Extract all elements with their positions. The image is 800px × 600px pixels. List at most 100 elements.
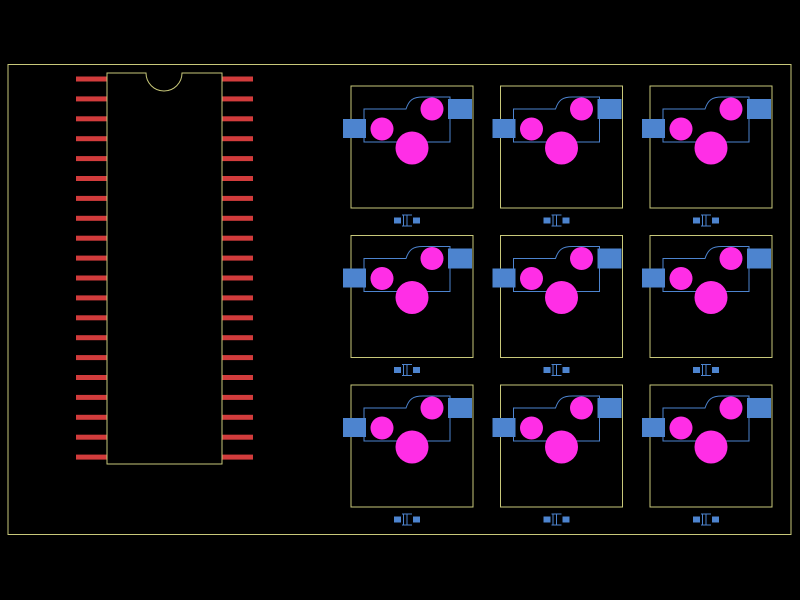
switch-footprint xyxy=(343,384,474,526)
smd-pad-right xyxy=(747,99,771,119)
smd-pad-left xyxy=(642,268,665,288)
diode-pad xyxy=(413,217,420,224)
through-hole-pad xyxy=(719,396,743,420)
smd-pad-left xyxy=(343,268,366,288)
ic-pin-pad xyxy=(222,434,253,440)
ic-pin-pad xyxy=(76,156,107,162)
smd-pad-right xyxy=(747,248,771,269)
through-hole-pad xyxy=(719,97,743,121)
ic-pin-pad xyxy=(76,295,107,301)
diode-silkscreen xyxy=(701,214,711,227)
diode-pad xyxy=(543,217,551,224)
diode-pad xyxy=(543,367,551,373)
ic-pin-pad xyxy=(222,235,253,241)
smd-pad-left xyxy=(343,418,366,437)
ic-pin-pad xyxy=(76,235,107,241)
ic-pin-pad xyxy=(222,275,253,281)
diode-footprint xyxy=(693,214,719,227)
diode-pad xyxy=(562,217,570,224)
diode-footprint xyxy=(543,214,570,227)
ic-pin-pad xyxy=(222,355,253,361)
ic-pin-pad xyxy=(222,295,253,301)
diode-silkscreen xyxy=(701,513,711,526)
diode-footprint xyxy=(394,364,420,376)
ic-pin-pad xyxy=(222,375,253,380)
diode-pad xyxy=(394,217,401,224)
switch-outline xyxy=(649,85,773,209)
through-hole-pad xyxy=(370,416,394,440)
ic-pin-pad xyxy=(76,116,107,122)
diode-footprint xyxy=(543,364,570,376)
through-hole-pad xyxy=(420,247,444,270)
diode-pad xyxy=(543,516,551,523)
through-hole-pad xyxy=(420,97,444,121)
ic-pin-pad xyxy=(76,136,107,142)
ic-footprint xyxy=(76,72,253,465)
diode-pad xyxy=(562,367,570,373)
diode-silkscreen xyxy=(551,214,562,227)
diode-silkscreen xyxy=(402,364,412,376)
ic-pin-pad xyxy=(76,335,107,341)
ic-pin-pad xyxy=(76,434,107,440)
smd-pad-left xyxy=(492,268,516,288)
through-hole-center xyxy=(545,430,578,464)
diode-footprint xyxy=(693,364,719,376)
ic-pin-pad xyxy=(76,454,107,460)
diode-pad xyxy=(693,217,700,224)
through-hole-center xyxy=(395,131,429,165)
diode-silkscreen xyxy=(402,513,412,526)
ic-pin-pad xyxy=(222,454,253,460)
diode-pad xyxy=(712,516,719,523)
through-hole-center xyxy=(545,131,578,165)
diode-footprint xyxy=(693,513,719,526)
switch-outline xyxy=(649,235,773,358)
diode-pad xyxy=(712,367,719,373)
diode-footprint xyxy=(543,513,570,526)
ic-pin-pad xyxy=(222,394,253,400)
ic-pin-pad xyxy=(222,176,253,181)
ic-pin-pad xyxy=(76,76,107,82)
diode-pad xyxy=(712,217,719,224)
through-hole-center xyxy=(395,430,429,464)
ic-pin-pad xyxy=(222,116,253,122)
diode-silkscreen xyxy=(551,513,562,526)
smd-pad-right xyxy=(597,99,622,119)
through-hole-center xyxy=(545,281,578,314)
through-hole-pad xyxy=(370,267,394,290)
ic-pin-pad xyxy=(222,315,253,321)
through-hole-pad xyxy=(669,416,693,440)
switch-footprint xyxy=(642,235,773,376)
diode-pad xyxy=(413,516,420,523)
through-hole-center xyxy=(694,430,728,464)
through-hole-pad xyxy=(570,247,593,270)
ic-pin-pad xyxy=(76,414,107,420)
through-hole-center xyxy=(694,281,728,314)
ic-pin-pad xyxy=(222,195,253,201)
ic-pin-pad xyxy=(222,414,253,420)
ic-pin-pad xyxy=(76,315,107,321)
switch-outline xyxy=(350,384,474,508)
ic-pin-pad xyxy=(222,76,253,82)
diode-pad xyxy=(562,516,570,523)
switch-grid xyxy=(343,85,773,526)
through-hole-pad xyxy=(420,396,444,420)
ic-pin-pad xyxy=(222,96,253,102)
diode-footprint xyxy=(394,513,420,526)
through-hole-center xyxy=(694,131,728,165)
ic-pin-pad xyxy=(76,275,107,281)
board-outline xyxy=(7,64,792,535)
diode-pad xyxy=(394,367,401,373)
through-hole-center xyxy=(395,281,429,314)
ic-pin-pad xyxy=(76,255,107,261)
ic-body-outline xyxy=(106,72,223,465)
through-hole-pad xyxy=(719,247,743,270)
smd-pad-left xyxy=(492,119,516,138)
ic-pin-pad xyxy=(76,375,107,380)
through-hole-pad xyxy=(669,117,693,141)
through-hole-pad xyxy=(520,267,543,290)
switch-footprint xyxy=(343,85,474,227)
smd-pad-left xyxy=(642,418,665,437)
through-hole-pad xyxy=(520,416,543,440)
diode-footprint xyxy=(394,214,420,227)
